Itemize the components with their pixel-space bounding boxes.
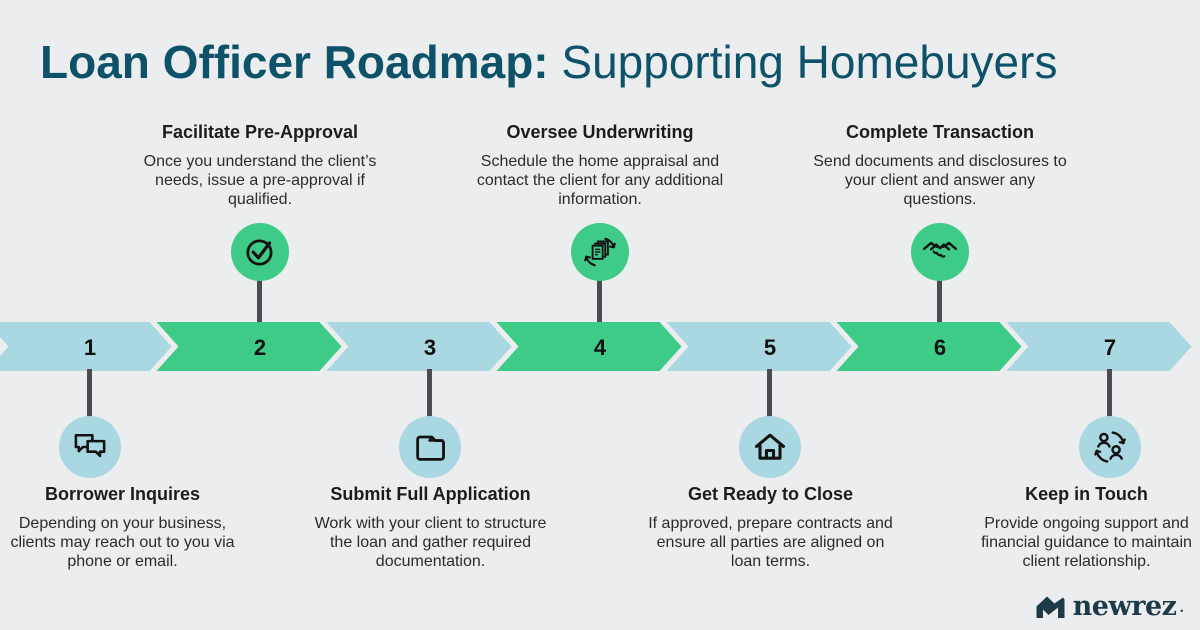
step-1-number: 1 — [83, 335, 97, 360]
page-title: Loan Officer Roadmap: Supporting Homebuy… — [40, 38, 1170, 86]
step-5-connector — [767, 369, 772, 419]
step-2-description: Once you understand the client’s needs, … — [143, 153, 377, 208]
timeline-segment-4 — [496, 322, 682, 371]
step-4-title: Oversee Underwriting — [506, 122, 694, 142]
step-3-text: Submit Full Application Work with your c… — [303, 484, 558, 571]
step-4-number: 4 — [593, 335, 607, 360]
step-5-number: 5 — [763, 335, 777, 360]
step-5-icon-circle — [739, 416, 801, 478]
page-title-regular: Supporting Homebuyers — [548, 36, 1058, 88]
step-2-title: Facilitate Pre-Approval — [161, 122, 359, 142]
step-3-number: 3 — [423, 335, 437, 360]
house-icon — [754, 433, 786, 460]
step-6-connector — [937, 276, 942, 324]
newrez-logo-suffix: . — [1179, 601, 1184, 616]
step-7-text: Keep in Touch Provide ongoing support an… — [973, 484, 1200, 571]
step-4-text: Oversee Underwriting Schedule the home a… — [470, 122, 730, 209]
timeline-segment-7 — [1006, 322, 1192, 371]
timeline-segment-5 — [666, 322, 852, 371]
step-4-description: Schedule the home appraisal and contact … — [476, 153, 724, 208]
timeline-arrow-bar — [0, 322, 1192, 371]
step-1-description: Depending on your business, clients may … — [10, 515, 235, 570]
step-1-text: Borrower Inquires Depending on your busi… — [0, 484, 245, 571]
folder-icon — [416, 435, 445, 461]
step-6-description: Send documents and disclosures to your c… — [813, 153, 1067, 208]
step-4-icon-circle — [571, 223, 629, 281]
step-1-title: Borrower Inquires — [44, 484, 201, 504]
timeline-segment-2 — [156, 322, 342, 371]
documents-sync-icon — [584, 237, 616, 267]
step-3-description: Work with your client to structure the l… — [314, 515, 547, 570]
circled-check-icon — [246, 239, 273, 266]
handshake-icon — [922, 241, 958, 258]
step-6-title: Complete Transaction — [845, 122, 1035, 142]
timeline-segment-1 — [0, 322, 172, 371]
step-7-title: Keep in Touch — [1025, 484, 1148, 504]
step-7-icon-circle — [1079, 416, 1141, 478]
step-7-description: Provide ongoing support and financial gu… — [981, 515, 1192, 570]
newrez-logo: newrez. — [1035, 591, 1184, 622]
step-2-text: Facilitate Pre-Approval Once you underst… — [130, 122, 390, 209]
step-5-text: Get Ready to Close If approved, prepare … — [643, 484, 898, 571]
step-6-text: Complete Transaction Send documents and … — [810, 122, 1070, 209]
step-5-description: If approved, prepare contracts and ensur… — [648, 515, 893, 570]
step-2-icon-circle — [231, 223, 289, 281]
step-3-title: Submit Full Application — [330, 484, 531, 504]
step-2-connector — [257, 276, 262, 324]
step-6-icon-circle — [911, 223, 969, 281]
timeline-segment-6 — [836, 322, 1022, 371]
chat-bubbles-icon — [74, 433, 106, 458]
step-5-title: Get Ready to Close — [687, 484, 854, 504]
step-6-number: 6 — [933, 335, 947, 360]
step-7-connector — [1107, 369, 1112, 419]
step-3-connector — [427, 369, 432, 419]
step-7-number: 7 — [1103, 335, 1117, 360]
step-1-icon-circle — [59, 416, 121, 478]
step-3-icon-circle — [399, 416, 461, 478]
step-4-connector — [597, 276, 602, 324]
people-sync-icon — [1094, 431, 1126, 463]
timeline-segment-3 — [326, 322, 512, 371]
newrez-logo-text: newrez — [1072, 591, 1177, 622]
step-2-number: 2 — [253, 335, 267, 360]
newrez-logo-mark — [1036, 596, 1065, 618]
step-1-connector — [87, 369, 92, 419]
page-title-bold: Loan Officer Roadmap: — [40, 36, 549, 88]
